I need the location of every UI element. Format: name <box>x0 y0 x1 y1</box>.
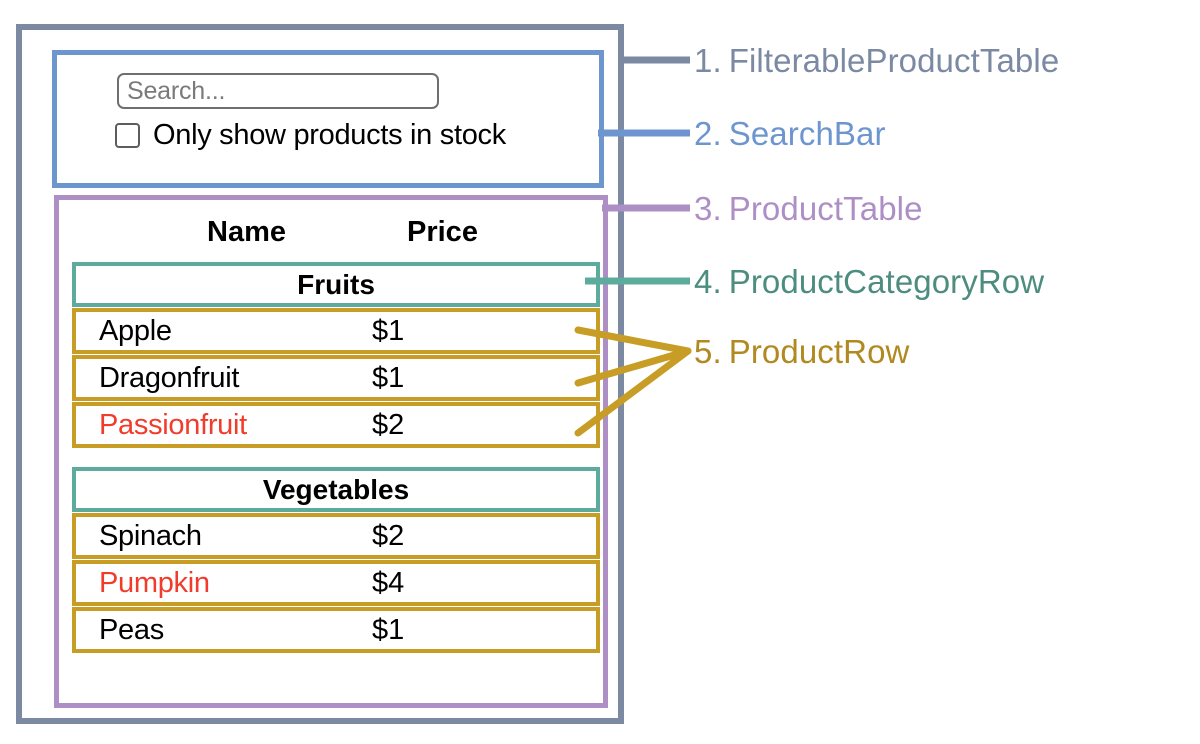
category-group-spacer <box>72 449 600 467</box>
product-price: $2 <box>372 519 405 552</box>
annotation-number-4: 4. <box>694 263 722 300</box>
product-name: Spinach <box>99 519 202 552</box>
annotation-text-1: FilterableProductTable <box>728 42 1060 79</box>
product-name: Apple <box>99 314 172 347</box>
product-price: $1 <box>372 361 405 394</box>
product-name: Peas <box>99 613 164 646</box>
annotation-text-5: ProductRow <box>728 333 910 370</box>
product-row: Dragonfruit $1 <box>72 355 600 401</box>
product-row: Passionfruit $2 <box>72 402 600 448</box>
filterable-product-table: Search... Only show products in stock Na… <box>16 24 624 724</box>
product-table: Name Price Fruits Apple $1 Dragonfruit $… <box>54 195 608 708</box>
search-input-placeholder: Search... <box>127 76 226 105</box>
column-header-price: Price <box>407 215 478 248</box>
annotation-text-4: ProductCategoryRow <box>728 263 1045 300</box>
annotation-label-3: 3.ProductTable <box>694 192 923 225</box>
product-row: Pumpkin $4 <box>72 560 600 606</box>
product-row: Apple $1 <box>72 308 600 354</box>
table-header-row: Name Price <box>59 210 603 254</box>
in-stock-filter-row[interactable]: Only show products in stock <box>115 121 506 150</box>
annotation-number-3: 3. <box>694 190 722 227</box>
product-price: $2 <box>372 408 405 441</box>
product-category-row: Vegetables <box>72 467 600 512</box>
annotation-text-3: ProductTable <box>728 190 923 227</box>
annotation-number-1: 1. <box>694 42 722 79</box>
search-input[interactable]: Search... <box>117 73 439 109</box>
in-stock-filter-label: Only show products in stock <box>153 119 506 151</box>
product-price: $1 <box>372 613 405 646</box>
product-rows-area: Fruits Apple $1 Dragonfruit $1 Passionfr… <box>72 262 600 654</box>
checkbox-icon[interactable] <box>115 123 140 148</box>
search-bar: Search... Only show products in stock <box>52 50 604 188</box>
annotation-label-2: 2.SearchBar <box>694 117 886 150</box>
product-category-row: Fruits <box>72 262 600 307</box>
annotation-number-5: 5. <box>694 333 722 370</box>
annotation-label-5: 5.ProductRow <box>694 335 909 368</box>
product-category-label: Fruits <box>297 268 375 300</box>
product-price: $4 <box>372 566 405 599</box>
product-name: Dragonfruit <box>99 361 240 394</box>
product-name: Pumpkin <box>99 566 210 599</box>
column-header-name: Name <box>207 215 286 248</box>
annotation-text-2: SearchBar <box>728 115 886 152</box>
annotation-label-1: 1.FilterableProductTable <box>694 44 1059 77</box>
product-row: Spinach $2 <box>72 513 600 559</box>
product-row: Peas $1 <box>72 607 600 653</box>
annotation-number-2: 2. <box>694 115 722 152</box>
product-name: Passionfruit <box>99 408 247 441</box>
annotation-label-4: 4.ProductCategoryRow <box>694 265 1044 298</box>
product-price: $1 <box>372 314 405 347</box>
product-category-label: Vegetables <box>262 473 410 505</box>
